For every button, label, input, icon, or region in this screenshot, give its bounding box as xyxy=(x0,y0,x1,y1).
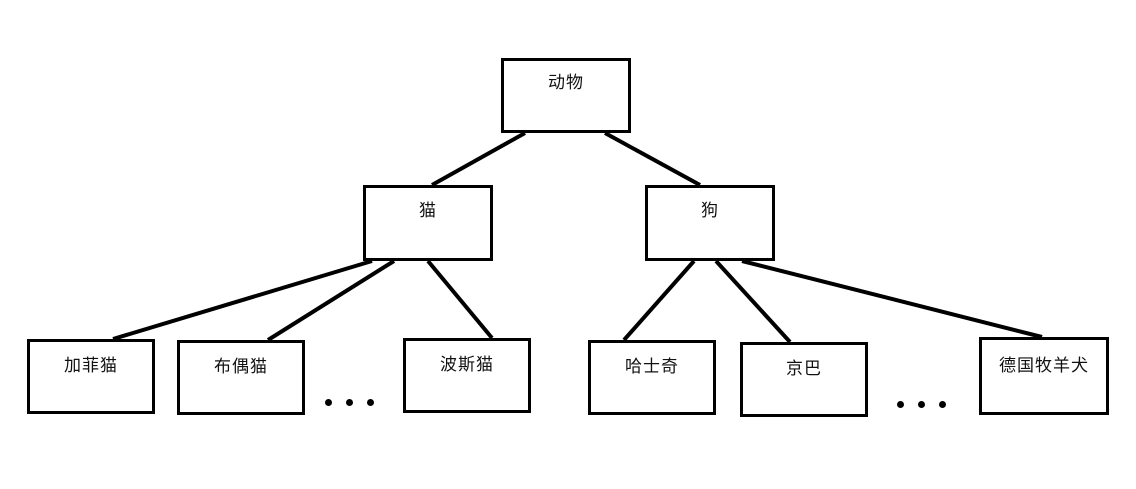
node-animal[interactable]: 动物 xyxy=(501,58,631,133)
node-ragdoll-label: 布偶猫 xyxy=(214,357,268,378)
node-german-shepherd[interactable]: 德国牧羊犬 xyxy=(979,337,1109,415)
node-animal-label: 动物 xyxy=(548,73,584,94)
edge-animal-to-dog xyxy=(604,131,701,187)
edge-cat-to-persian xyxy=(426,259,494,340)
node-husky[interactable]: 哈士奇 xyxy=(588,340,716,415)
node-dog[interactable]: 狗 xyxy=(645,185,775,261)
node-pekingese[interactable]: 京巴 xyxy=(740,342,868,417)
node-garfield[interactable]: 加菲猫 xyxy=(27,339,155,414)
dog-ellipsis xyxy=(897,401,946,408)
node-cat-label: 猫 xyxy=(419,200,437,221)
ellipsis-dot xyxy=(325,399,332,406)
ellipsis-dot xyxy=(939,401,946,408)
ellipsis-dot xyxy=(367,399,374,406)
node-pekingese-label: 京巴 xyxy=(786,359,822,380)
node-cat[interactable]: 猫 xyxy=(363,185,493,261)
ellipsis-dot xyxy=(346,399,353,406)
edge-dog-to-german-shepherd xyxy=(741,259,1043,339)
node-persian-label: 波斯猫 xyxy=(440,355,494,376)
edge-dog-to-pekingese xyxy=(714,259,792,344)
cat-ellipsis xyxy=(325,399,374,406)
node-garfield-label: 加菲猫 xyxy=(64,356,118,377)
edge-dog-to-husky xyxy=(622,259,696,342)
node-dog-label: 狗 xyxy=(701,200,719,221)
ellipsis-dot xyxy=(918,401,925,408)
edge-animal-to-cat xyxy=(431,131,526,187)
edge-cat-to-garfield xyxy=(112,259,373,341)
ellipsis-dot xyxy=(897,401,904,408)
node-husky-label: 哈士奇 xyxy=(625,357,679,378)
edge-cat-to-ragdoll xyxy=(266,259,396,342)
node-ragdoll[interactable]: 布偶猫 xyxy=(177,340,305,415)
node-persian[interactable]: 波斯猫 xyxy=(403,338,531,413)
node-german-shepherd-label: 德国牧羊犬 xyxy=(999,355,1089,376)
